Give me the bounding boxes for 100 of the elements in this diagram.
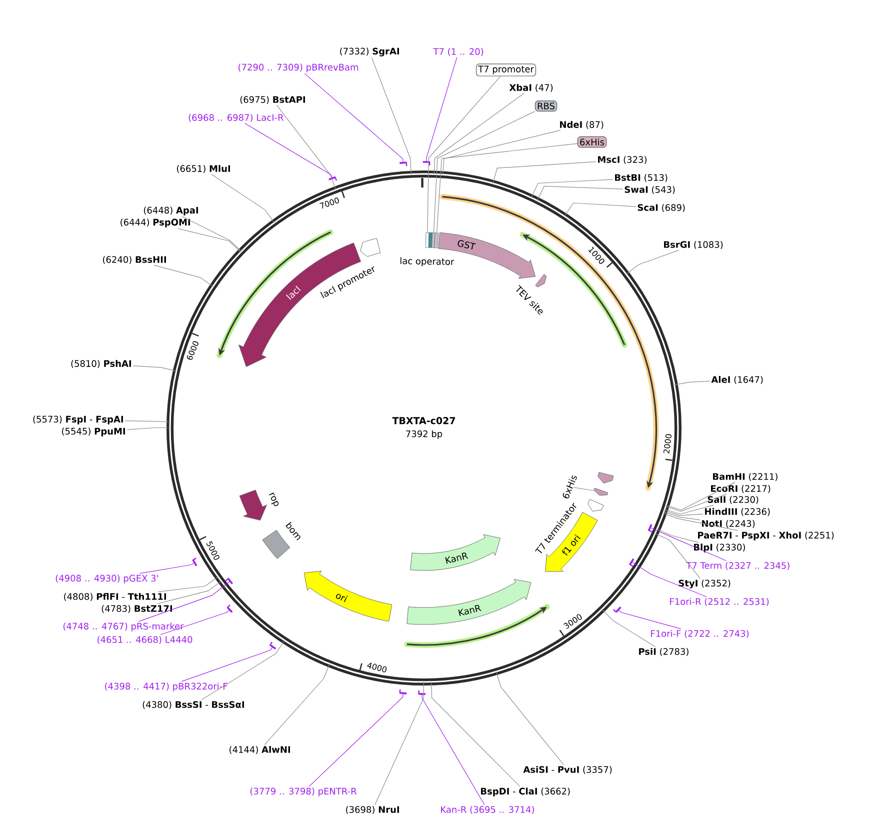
leader-line xyxy=(276,104,336,190)
primer-label: (4748 .. 4767) pRS-marker xyxy=(63,622,184,632)
leader-line xyxy=(371,57,412,175)
restriction-site-label: (4783) BstZ17I xyxy=(102,604,172,613)
restriction-site-label: (6444) PspOMI xyxy=(120,218,190,228)
leader-line xyxy=(427,76,501,233)
leader-line xyxy=(530,179,614,198)
feature-marker xyxy=(425,232,430,248)
leader-line xyxy=(664,511,700,520)
leader-line xyxy=(158,576,218,592)
restriction-site-label: (5810) PshAI xyxy=(71,360,131,368)
leader-line xyxy=(618,610,682,630)
primer-marker xyxy=(422,161,430,166)
feature-band: KanR xyxy=(406,579,532,625)
feature-label-tag: RBS xyxy=(534,100,558,112)
restriction-site-label: EcoRI (2217) xyxy=(711,484,770,493)
primer-marker xyxy=(328,176,337,181)
leader-line xyxy=(662,513,738,531)
restriction-site-label: BamHI (2211) xyxy=(713,472,778,481)
leader-line xyxy=(422,694,485,806)
leader-line xyxy=(264,663,330,746)
feature-marker xyxy=(434,232,439,248)
restriction-site-label: (5573) FspI - FspAI xyxy=(33,416,123,424)
restriction-site-label: BspDI - ClaI (3662) xyxy=(481,788,570,796)
leader-line xyxy=(434,92,524,174)
restriction-site-label: AsiSI - PvuI (3357) xyxy=(523,766,612,774)
restriction-site-label: (4808) PflFI - Tth111I xyxy=(64,592,166,601)
primer-label: (4398 .. 4417) pBR322ori-F xyxy=(105,682,228,692)
restriction-site-label: (6651) MluI xyxy=(177,164,230,173)
leader-line xyxy=(626,250,680,275)
primer-marker xyxy=(648,524,652,532)
feature-band: ori xyxy=(304,570,392,622)
leader-line xyxy=(140,562,194,574)
leader-line xyxy=(650,528,727,562)
primer-marker xyxy=(225,578,234,584)
leader-line xyxy=(201,640,285,700)
primer-label: Kan-R (3695 .. 3714) xyxy=(441,806,534,814)
leader-line xyxy=(436,143,578,234)
feature-label: 6xHis xyxy=(562,475,577,498)
leader-line xyxy=(632,562,707,598)
primer-label: F1ori-F (2722 .. 2743) xyxy=(651,630,749,638)
restriction-site-label: NotI (2243) xyxy=(702,520,755,528)
primer-label: (4908 .. 4930) pGEX 3' xyxy=(56,574,158,584)
scale-label: 6000 xyxy=(186,341,198,360)
leader-line xyxy=(178,228,242,252)
restriction-site-label: (4144) AlwNI xyxy=(230,746,290,754)
scale-label: 4000 xyxy=(367,662,387,672)
primer-marker xyxy=(418,690,426,695)
restriction-site-label: (3698) NruI xyxy=(346,806,399,814)
primer-label: (4651 .. 4668) L4440 xyxy=(98,636,192,644)
leader-line xyxy=(656,528,698,543)
primer-marker xyxy=(628,558,634,567)
scale-label: 7000 xyxy=(320,198,339,209)
restriction-site-label: (6448) ApaI xyxy=(144,206,198,216)
restriction-site-label: BsrGI (1083) xyxy=(664,240,723,249)
leader-line xyxy=(574,487,594,491)
leader-line xyxy=(132,366,177,372)
restriction-site-label: BlpI (2330) xyxy=(694,544,745,552)
restriction-site-label: StyI (2352) xyxy=(678,580,730,588)
leader-line xyxy=(496,671,564,766)
restriction-site-label: (6975) BstAPI xyxy=(240,96,305,104)
feature-band: rop xyxy=(239,490,279,521)
primer-marker xyxy=(399,689,407,694)
primer-label: (6968 .. 6987) LacI-R xyxy=(188,114,284,122)
leader-line xyxy=(124,420,170,422)
restriction-site-label: AleI (1647) xyxy=(711,376,763,384)
node-label: rop xyxy=(269,492,279,506)
restriction-site-label: PsiI (2783) xyxy=(639,648,688,656)
feature-label-tag: T7 promoter xyxy=(476,64,536,76)
restriction-site-label: MscI (323) xyxy=(598,156,646,164)
leader-line xyxy=(433,111,536,234)
leader-line xyxy=(304,73,404,162)
restriction-site-label: (7332) SgrAI xyxy=(340,48,399,56)
restriction-site-label: HindIII (2236) xyxy=(705,508,770,516)
primer-marker xyxy=(226,604,233,613)
leader-line xyxy=(602,608,656,648)
leader-line xyxy=(536,186,624,201)
leader-line xyxy=(665,494,727,512)
leader-line xyxy=(160,610,230,636)
restriction-site-label: SalI (2230) xyxy=(708,496,758,504)
scale-label: 2000 xyxy=(663,434,672,454)
restriction-site-label: BstBI (513) xyxy=(615,174,668,182)
restriction-site-label: SwaI (543) xyxy=(624,186,675,194)
leader-line xyxy=(664,504,714,514)
primer-marker xyxy=(613,606,622,613)
leader-line xyxy=(244,122,332,178)
leader-line xyxy=(492,161,596,184)
restriction-site-label: PaeR7I - PspXI - XhoI (2251) xyxy=(698,532,834,540)
primer-marker xyxy=(269,642,276,650)
feature-label-tag: 6xHis xyxy=(577,136,607,148)
feature-band xyxy=(594,488,608,496)
restriction-site-label: (4380) BssSI - BssSαI xyxy=(142,700,244,709)
leader-line xyxy=(211,174,275,224)
leader-line xyxy=(138,581,230,622)
leader-line xyxy=(664,510,704,516)
primer-marker xyxy=(192,558,198,566)
leader-line xyxy=(181,647,273,682)
restriction-site-label: XbaI (47) xyxy=(509,84,553,92)
leader-line xyxy=(442,130,561,175)
restriction-site-label: (6240) BssHII xyxy=(102,256,166,264)
